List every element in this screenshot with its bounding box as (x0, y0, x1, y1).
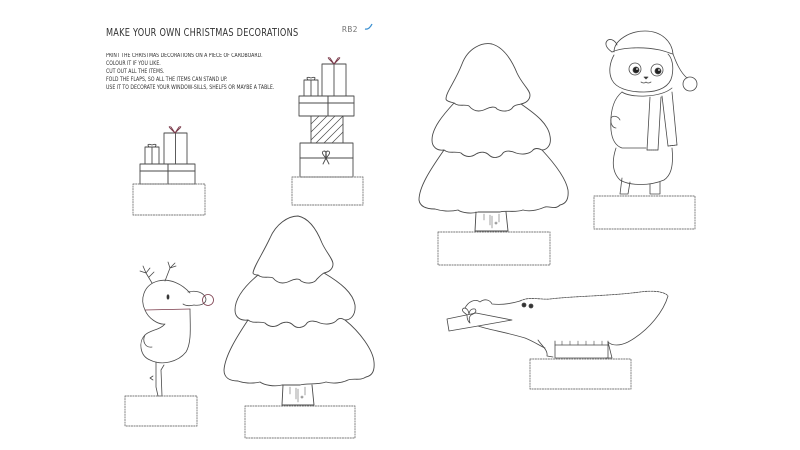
panda-with-hat (605, 30, 698, 195)
fold-flap (437, 231, 551, 266)
christmas-tree-large (418, 43, 569, 232)
crocodile-with-gift (446, 290, 669, 359)
instruction-line: FOLD THE FLAPS, SO ALL THE ITEMS CAN STA… (106, 77, 228, 84)
fold-flap (124, 395, 198, 427)
fold-flap (132, 183, 206, 216)
fold-flap (529, 358, 632, 390)
brand-logo: RB2 (342, 25, 358, 34)
instructions-list: PRINT THE CHRISTMAS DECORATIONS ON A PIE… (106, 52, 274, 92)
fold-flap (593, 195, 696, 230)
instruction-line: COLOUR IT IF YOU LIKE. (106, 61, 161, 68)
instruction-line: PRINT THE CHRISTMAS DECORATIONS ON A PIE… (106, 53, 263, 59)
tall-gift-stack (298, 57, 355, 178)
instruction-line: CUT OUT ALL THE ITEMS. (106, 69, 165, 76)
logo-swoosh-icon (364, 23, 373, 30)
fold-flap (244, 405, 356, 439)
small-gift-stack (139, 126, 196, 185)
reindeer-bird (139, 261, 214, 397)
page-title: MAKE YOUR OWN CHRISTMAS DECORATIONS (106, 27, 299, 39)
christmas-tree-small (223, 215, 375, 406)
fold-flap (291, 176, 364, 206)
instruction-line: USE IT TO DECORATE YOUR WINDOW-SILLS, SH… (106, 85, 275, 92)
